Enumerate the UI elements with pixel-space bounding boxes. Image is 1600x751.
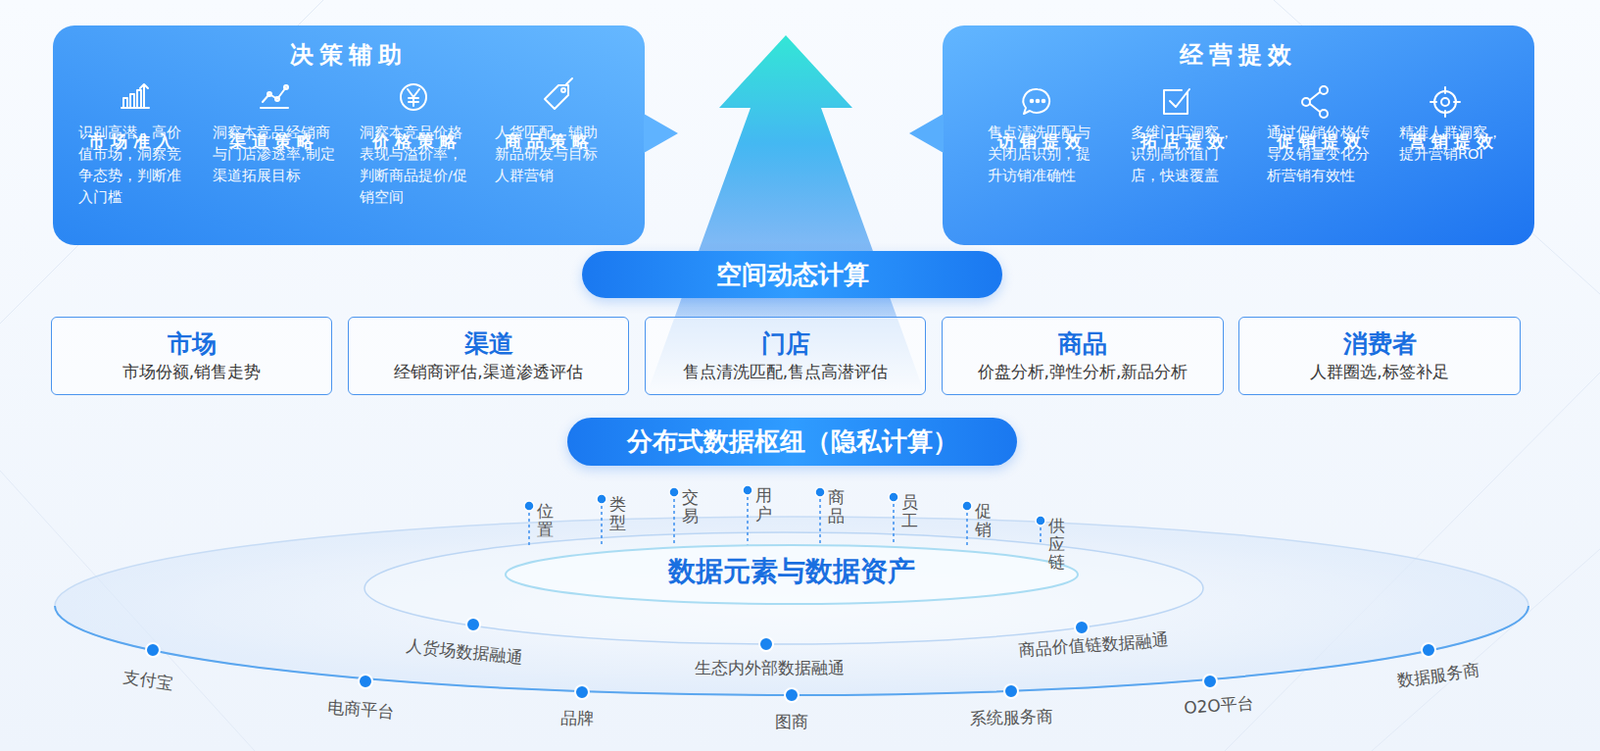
fusion-label: 商品价值链数据融通 (1018, 628, 1169, 662)
bar-chart-icon (121, 84, 149, 108)
callout-panel: 经营提效访销提效售点清洗匹配与关闭店识别，提升访销准确性拓店提效多维门店洞察，识… (942, 25, 1535, 245)
dotted-leader (892, 503, 895, 545)
ring-dots (145, 617, 1436, 702)
node-body: 售点清洗匹配与关闭店识别，提升访销准确性 (987, 121, 1098, 187)
growth-arrow (645, 35, 926, 397)
node-body: 精准人群洞察，提升营销ROI (1399, 121, 1509, 165)
dotted-leader (1039, 527, 1042, 545)
strategy-item: 促销提效通过促销价格传导及销量变化分析营销有效性 (1266, 115, 1377, 187)
dotted-leader (673, 498, 676, 545)
marker-dot (815, 486, 825, 497)
node-body: 市场份额,销售走势 (122, 359, 261, 384)
marker-dot (596, 493, 607, 504)
tag-icon (544, 78, 573, 109)
dotted-leader (966, 512, 969, 545)
node-heading: 决策辅助 (52, 39, 645, 71)
outer-ring (54, 516, 1529, 695)
dotted-leader (528, 512, 531, 545)
data-element-label: 类型 (609, 494, 627, 532)
node-heading: 门店 (761, 328, 811, 360)
layer-banner: 空间动态计算 (581, 250, 1003, 298)
partner-label: 数据服务商 (1395, 658, 1481, 693)
data-element-label: 员工 (901, 492, 919, 530)
node-heading: 空间动态计算 (716, 257, 870, 292)
marker-dot (1035, 515, 1046, 526)
strategy-item: 商品策略人货匹配，辅助新品研发与目标人群营销 (494, 115, 605, 187)
partner-label: 图商 (775, 710, 809, 733)
partner-label: 系统服务商 (969, 704, 1054, 730)
module-box: 门店售点清洗匹配,售点高潜评估 (644, 316, 926, 395)
partner-label: 电商平台 (326, 695, 394, 724)
node-heading: 经营提效 (942, 39, 1535, 71)
line-chart-icon (260, 85, 289, 108)
module-box: 渠道经销商评估,渠道渗透评估 (347, 316, 630, 395)
module-box: 消费者人群圈选,标签补足 (1238, 316, 1521, 395)
node-heading: 渠道 (464, 328, 514, 360)
strategy-item: 价格策略洞察本竞品价格表现与溢价率，判断商品提价/促销空间 (359, 115, 476, 208)
node-heading: 数据元素与数据资产 (668, 552, 916, 590)
icons (121, 78, 1460, 118)
node-heading: 消费者 (1343, 328, 1417, 360)
node-body: 人群圈选,标签补足 (1309, 359, 1449, 384)
module-box: 市场市场份额,销售走势 (50, 316, 333, 395)
strategy-item: 市场准入识别高潜、高价值市场，洞察竞争态势，判断准入门槛 (78, 115, 189, 208)
module-box: 商品价盘分析,弹性分析,新品分析 (941, 316, 1224, 395)
node-body: 识别高潜、高价值市场，洞察竞争态势，判断准入门槛 (78, 121, 189, 208)
panel-pointer (909, 113, 944, 153)
data-element-label: 位置 (536, 501, 554, 538)
node-body: 价盘分析,弹性分析,新品分析 (977, 359, 1189, 384)
panel-shape (942, 25, 1535, 245)
node-heading: 市场 (167, 328, 217, 360)
dotted-leader (819, 498, 822, 545)
data-element-label: 促销 (974, 501, 992, 538)
yen-icon (400, 84, 427, 110)
node-body: 通过促销价格传导及销量变化分析营销有效性 (1266, 121, 1377, 187)
dotted-leader (746, 496, 749, 545)
callout-panel: 决策辅助市场准入识别高潜、高价值市场，洞察竞争态势，判断准入门槛渠道策略洞察本竞… (52, 25, 645, 245)
middle-ring (364, 532, 1204, 644)
node-heading: 分布式数据枢纽（隐私计算） (627, 424, 959, 459)
node-body: 售点清洗匹配,售点高潜评估 (682, 359, 888, 384)
partner-label: O2O平台 (1182, 691, 1255, 720)
chat-icon (1022, 89, 1050, 114)
data-element-label: 用户 (755, 485, 773, 523)
data-element-label: 商品 (827, 487, 845, 525)
strategy-item: 拓店提效多维门店洞察，识别高价值门店，快速覆盖 (1130, 115, 1241, 187)
marker-dot (742, 484, 753, 495)
dotted-leader (600, 505, 603, 545)
marker-dot (888, 491, 899, 502)
data-layer-ellipse: 数据元素与数据资产 (503, 542, 1080, 606)
partner-label: 支付宝 (121, 665, 175, 695)
strategy-item: 渠道策略洞察本竞品经销商与门店渗透率,制定渠道拓展目标 (212, 115, 337, 187)
node-heading: 商品 (1058, 328, 1108, 360)
fusion-label: 人货场数据融通 (405, 633, 525, 669)
layer-banner: 分布式数据枢纽（隐私计算） (567, 417, 1018, 466)
partner-label: 品牌 (560, 706, 595, 730)
node-body: 洞察本竞品经销商与门店渗透率,制定渠道拓展目标 (212, 121, 337, 187)
data-element-label: 供应链 (1048, 516, 1066, 572)
marker-dot (962, 500, 972, 511)
node-body: 洞察本竞品价格表现与溢价率，判断商品提价/促销空间 (359, 121, 476, 208)
node-body: 人货匹配，辅助新品研发与目标人群营销 (494, 121, 605, 187)
fusion-label: 生态内外部数据融通 (694, 656, 845, 679)
ellipse-shape (505, 544, 1078, 604)
data-element-markers (524, 484, 1046, 545)
marker-dot (524, 500, 534, 511)
panel-pointer (643, 113, 679, 153)
share-icon (1302, 86, 1328, 118)
data-element-label: 交易 (681, 487, 699, 525)
target-icon (1430, 87, 1460, 117)
node-body: 多维门店洞察，识别高价值门店，快速覆盖 (1130, 121, 1241, 187)
node-body: 经销商评估,渠道渗透评估 (393, 359, 582, 384)
panel-shape (52, 25, 645, 245)
strategy-item: 营销提效精准人群洞察，提升营销ROI (1399, 115, 1509, 165)
checkbox-icon (1163, 89, 1190, 114)
strategy-item: 访销提效售点清洗匹配与关闭店识别，提升访销准确性 (987, 115, 1098, 187)
marker-dot (669, 486, 679, 497)
